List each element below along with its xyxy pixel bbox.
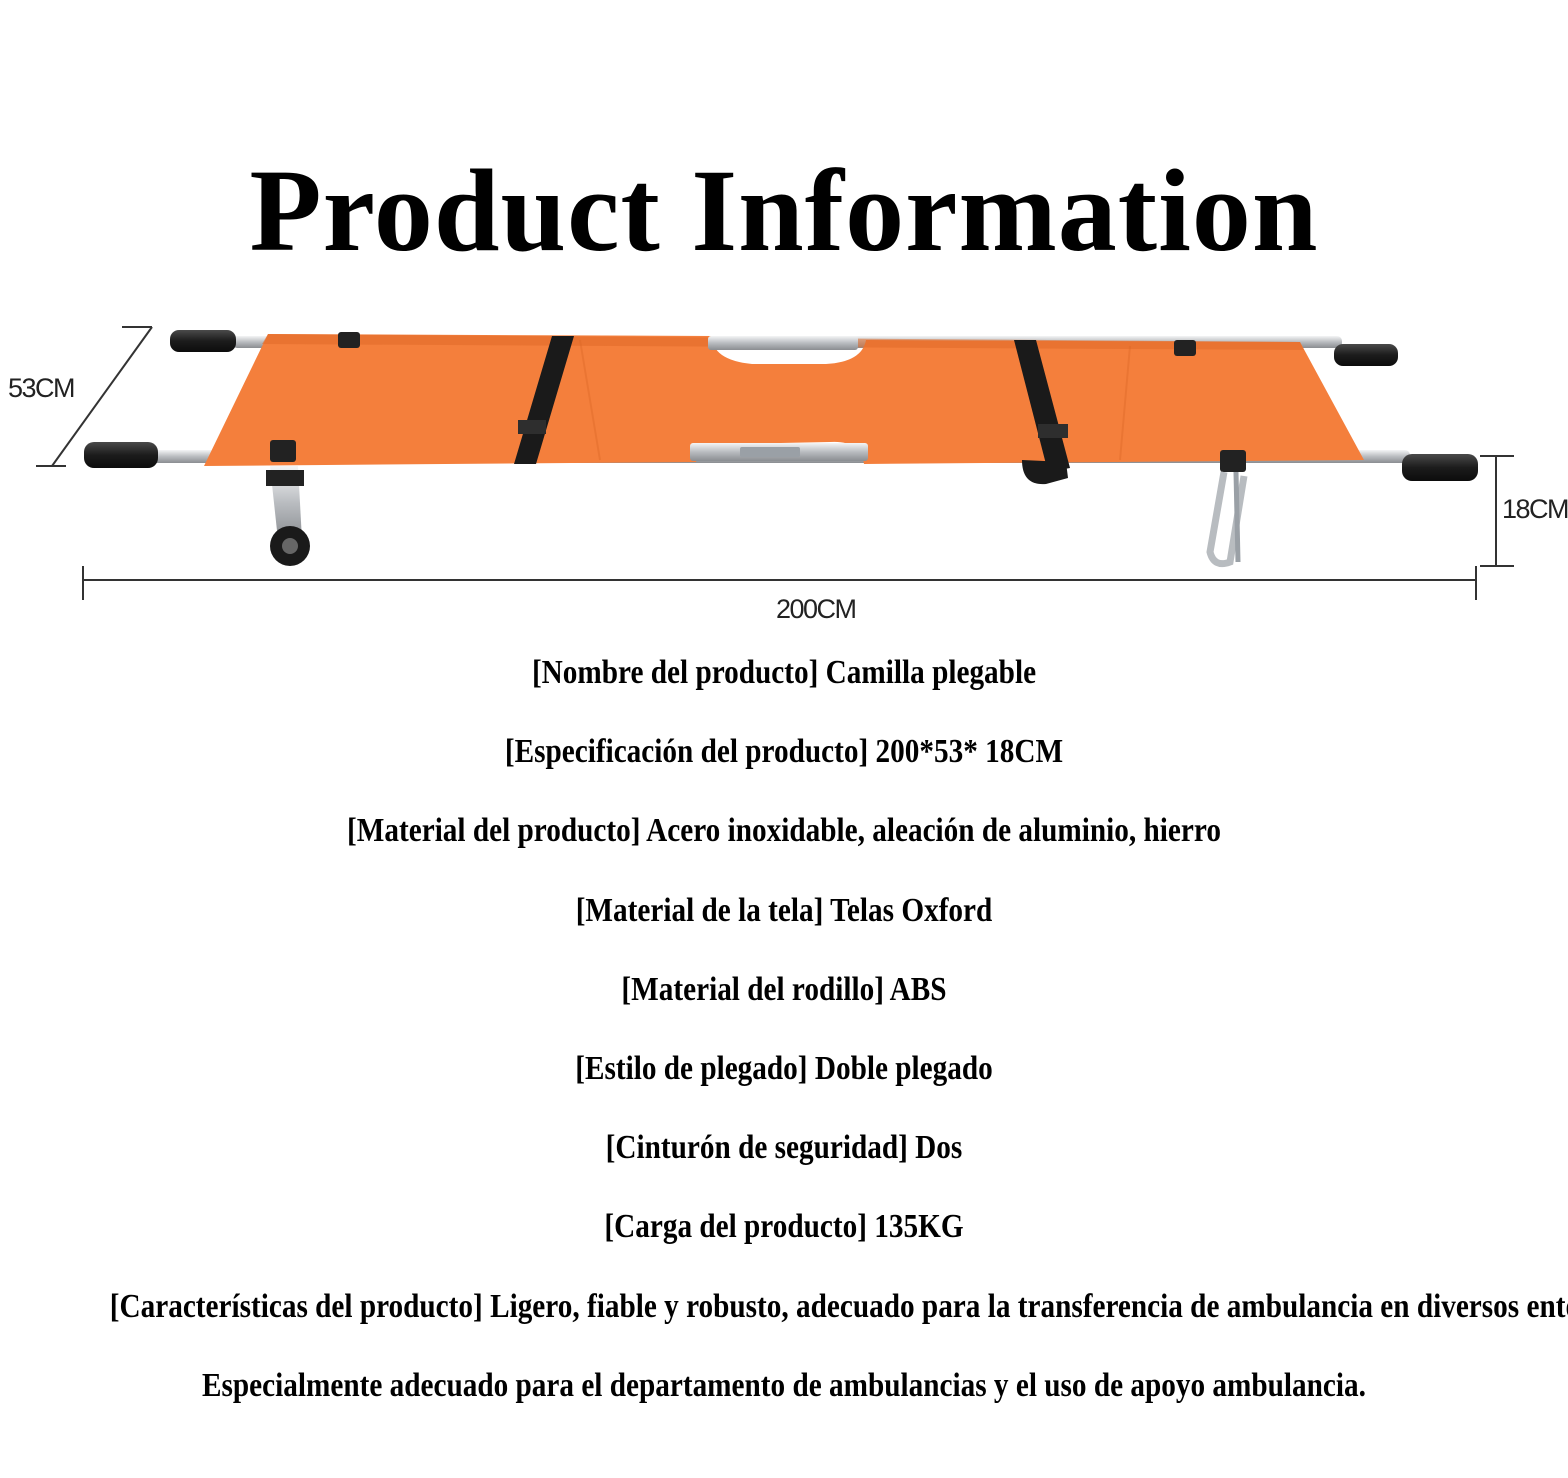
spec-safety-belt: [Cinturón de seguridad] Dos: [605, 1129, 963, 1167]
fabric-clips: [270, 332, 1246, 472]
spec-product-specification: [Especificación del producto] 200*53* 18…: [504, 733, 1064, 771]
spec-fabric-material: [Material de la tela] Telas Oxford: [575, 891, 993, 929]
spec-roller-material: [Material del rodillo] ABS: [621, 970, 947, 1008]
spec-suitability-note: Especialmente adecuado para el departame…: [202, 1366, 1366, 1404]
stand-leg: [1206, 471, 1248, 568]
length-dimension-line: [82, 566, 1477, 600]
wheel-leg: [266, 466, 310, 566]
spec-product-name: [Nombre del producto] Camilla plegable: [531, 654, 1037, 691]
safety-straps: [514, 336, 1070, 485]
page-title: Product Information: [249, 145, 1319, 277]
length-dimension-label: 200CM: [776, 594, 856, 624]
spec-list: [Nombre del producto] Camilla plegable […: [0, 640, 1568, 1432]
stretcher-product-image: 53CM 18CM 200CM: [0, 300, 1568, 640]
spec-folding-style: [Estilo de plegado] Doble plegado: [575, 1049, 993, 1087]
spec-product-material: [Material del producto] Acero inoxidable…: [347, 812, 1221, 850]
height-dimension-line: [1480, 455, 1514, 567]
spec-product-features: [Características del producto] Ligero, f…: [109, 1287, 1568, 1325]
width-dimension-line: [36, 326, 153, 467]
fabric-bed: [204, 334, 1364, 466]
spec-product-load: [Carga del producto] 135KG: [604, 1208, 964, 1246]
height-dimension-label: 18CM: [1502, 494, 1568, 524]
hinge-plates: [690, 336, 868, 461]
width-dimension-label: 53CM: [8, 373, 74, 403]
